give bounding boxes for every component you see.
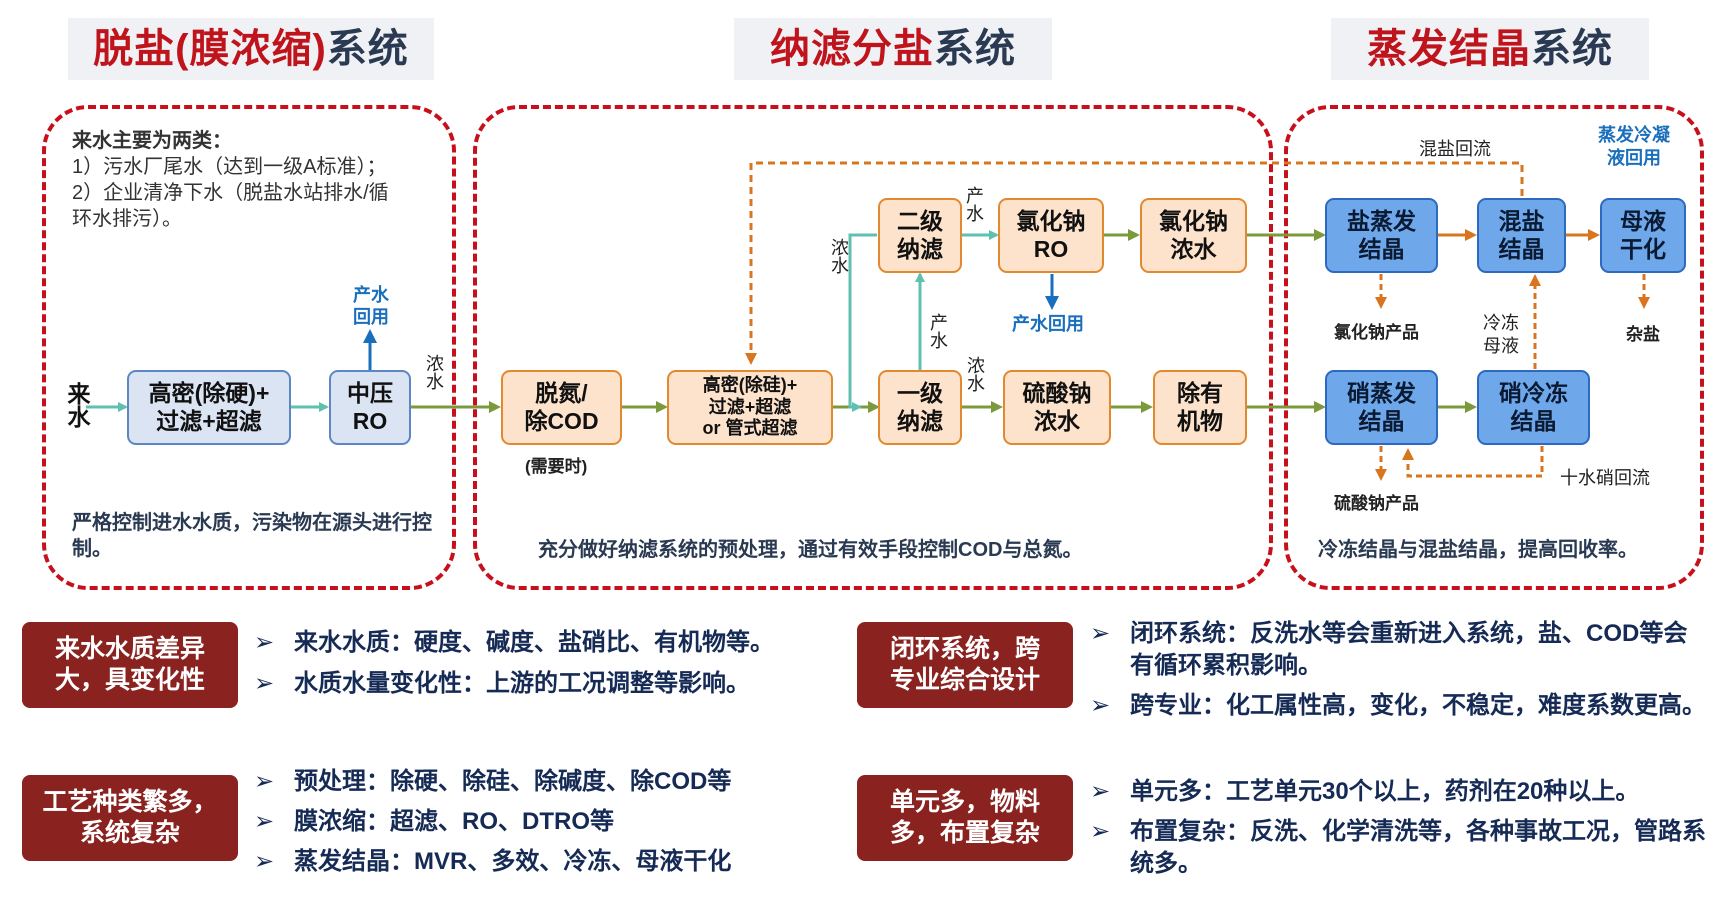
bullet-water-quality-2: ➢水质水量变化性：上游的工况调整等影响。	[254, 668, 834, 700]
label-permeate-reuse-desal: 产水回用	[353, 285, 389, 327]
node-nitre-evaporation-crystallization: 硝蒸发结晶	[1325, 370, 1438, 445]
node-nacl-concentrate: 氯化钠浓水	[1140, 198, 1247, 273]
label-permeate-nf2: 产水	[964, 186, 984, 222]
evap-footer: 冷冻结晶与混盐结晶，提高回收率。	[1318, 539, 1638, 561]
desal-footer: 严格控制进水水质，污染物在源头进行控制。	[72, 512, 432, 560]
tag-challenge-process-types: 工艺种类繁多，系统复杂	[22, 775, 238, 861]
nanofiltration-boundary	[473, 105, 1273, 590]
nf-footer: 充分做好纳滤系统的预处理，通过有效手段控制COD与总氮。	[538, 539, 1083, 561]
tag-challenge-water-quality: 来水水质差异大，具变化性	[22, 622, 238, 708]
label-condensate-reuse: 蒸发冷凝液回用	[1598, 125, 1670, 168]
label-when-needed: (需要时)	[525, 457, 588, 476]
bullet-marker-icon: ➢	[1090, 778, 1111, 805]
node-nanofiltration-stage-2: 二级纳滤	[878, 198, 962, 273]
label-concentrate-nf1: 浓水	[965, 356, 985, 392]
bullet-marker-icon: ➢	[1090, 818, 1111, 845]
node-nanofiltration-stage-1: 一级纳滤	[878, 370, 962, 445]
bullet-process-types-1: ➢预处理：除硬、除硅、除碱度、除COD等	[254, 766, 834, 798]
arrow-decahydrate-return	[1402, 446, 1544, 478]
section-title-nanofiltration: 纳滤分盐系统	[734, 18, 1052, 80]
label-inlet: 来水	[64, 382, 90, 428]
bullet-closed-loop-1: ➢闭环系统：反洗水等会重新进入系统，盐、COD等会有循环累积影响。	[1090, 620, 1688, 679]
node-nitre-freeze-crystallization: 硝冷冻结晶	[1477, 370, 1590, 445]
bullet-process-types-3: ➢蒸发结晶：MVR、多效、冷冻、母液干化	[254, 846, 834, 878]
bullet-marker-icon: ➢	[254, 670, 275, 697]
bullet-marker-icon: ➢	[254, 848, 275, 875]
bullet-many-units-1: ➢单元多：工艺单元30个以上，药剂在20种以上。	[1090, 776, 1710, 808]
label-nacl-product: 氯化钠产品	[1334, 323, 1419, 342]
inlet-description-title: 来水主要为两类：	[72, 130, 232, 152]
bullet-marker-icon: ➢	[254, 808, 275, 835]
evaporation-boundary	[1284, 105, 1704, 590]
bullet-process-types-2: ➢膜浓缩：超滤、RO、DTRO等	[254, 806, 834, 838]
node-salt-evaporation-crystallization: 盐蒸发结晶	[1325, 198, 1438, 273]
label-misc-salt: 杂盐	[1626, 325, 1660, 344]
node-na2so4-concentrate: 硫酸钠浓水	[1003, 370, 1111, 445]
node-mother-liquor-drying: 母液干化	[1600, 198, 1686, 273]
bullet-marker-icon: ➢	[1090, 692, 1111, 719]
inlet-description: 来水主要为两类： 1）污水厂尾水（达到一级A标准）； 2）企业清净下水（脱盐水站…	[72, 128, 402, 232]
bullet-marker-icon: ➢	[1090, 620, 1111, 647]
bullet-many-units-2: ➢布置复杂：反洗、化学清洗等，各种事故工况，管路系统多。	[1090, 818, 1706, 877]
node-organics-removal: 除有机物	[1153, 370, 1247, 445]
label-na2so4-product: 硫酸钠产品	[1334, 494, 1419, 513]
tag-challenge-many-units: 单元多，物料多，布置复杂	[857, 775, 1073, 861]
section-title-evaporation: 蒸发结晶系统	[1331, 18, 1649, 80]
label-decahydrate-return: 十水硝回流	[1560, 468, 1650, 488]
label-concentrate-nf2: 浓水	[829, 238, 849, 274]
label-freeze-mother-liquor: 冷冻母液	[1483, 313, 1519, 356]
bullet-water-quality-1: ➢来水水质：硬度、碱度、盐硝比、有机物等。	[254, 627, 834, 659]
inlet-description-item-2: 2）企业清净下水（脱盐水站排水/循环水排污）。	[72, 182, 389, 230]
node-mixed-salt-crystallization: 混盐结晶	[1477, 198, 1566, 273]
node-denitrification: 脱氮/除COD	[501, 370, 622, 445]
inlet-description-item-1: 1）污水厂尾水（达到一级A标准）；	[72, 156, 387, 178]
desalination-boundary	[42, 105, 456, 590]
label-permeate-reuse-nf: 产水回用	[1012, 314, 1084, 334]
bullet-closed-loop-2: ➢跨专业：化工属性高，变化，不稳定，难度系数更高。	[1090, 690, 1710, 722]
node-pretreatment: 高密(除硬)+过滤+超滤	[127, 370, 291, 445]
label-concentrate-desal: 浓水	[424, 354, 444, 390]
bullet-marker-icon: ➢	[254, 629, 275, 656]
label-mixed-salt-return: 混盐回流	[1419, 139, 1491, 159]
arrow-nf2-return	[848, 233, 877, 412]
bullet-marker-icon: ➢	[254, 768, 275, 795]
section-title-desalination: 脱盐(膜浓缩)系统	[68, 18, 434, 80]
label-permeate-nf1-up: 产水	[928, 313, 948, 349]
arrow-mixed-return	[745, 161, 1524, 365]
tag-challenge-closed-loop: 闭环系统，跨专业综合设计	[857, 622, 1073, 708]
